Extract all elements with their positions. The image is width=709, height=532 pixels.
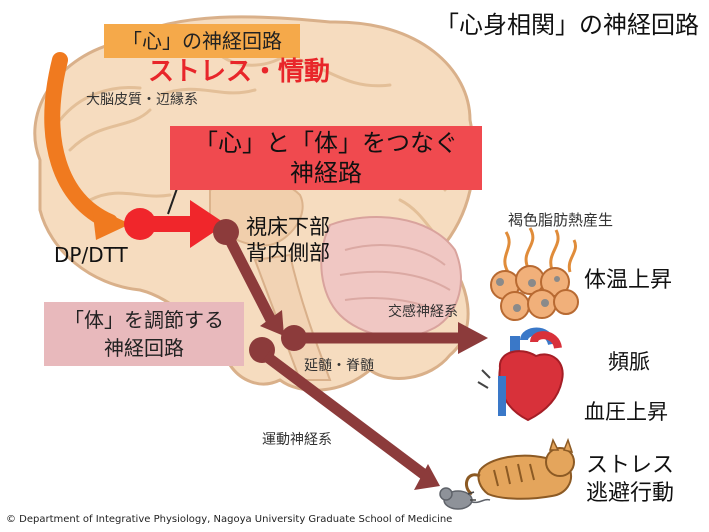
hypothalamus-node bbox=[213, 219, 239, 245]
body-circuit-box: 「体」を調節する 神経回路 bbox=[44, 302, 244, 366]
kokoro-circuit-box: 「心」の神経回路 bbox=[104, 24, 300, 58]
dp-dtt-node bbox=[124, 208, 156, 240]
cortex-limbic-label: 大脳皮質・辺縁系 bbox=[86, 92, 198, 108]
tachycardia-label: 頻脈 bbox=[608, 350, 650, 374]
diagram-title: 「心身相関」の神経回路 bbox=[435, 11, 699, 39]
blood-pressure-label: 血圧上昇 bbox=[584, 400, 668, 424]
pathway-motor bbox=[262, 351, 430, 481]
connect-line-1: 「心」と「体」をつなぐ bbox=[194, 129, 458, 157]
copyright-text: © Department of Integrative Physiology, … bbox=[6, 514, 453, 525]
body-temp-label: 体温上昇 bbox=[584, 268, 673, 293]
hypothalamus-line-2: 背内側部 bbox=[246, 241, 330, 265]
connect-line-2: 神経路 bbox=[290, 159, 362, 187]
hypothalamus-label: 視床下部 背内側部 bbox=[246, 214, 356, 266]
heart-icon bbox=[477, 327, 564, 422]
pathway-hypothalamus-medulla bbox=[225, 237, 277, 325]
motor-arrowhead bbox=[414, 464, 440, 490]
dp-dtt-label: DP/DTT bbox=[54, 243, 128, 267]
stress-emotion-label: ストレス・情動 bbox=[148, 57, 331, 87]
red-arrow-shaft bbox=[150, 216, 196, 232]
orange-arrowhead bbox=[92, 206, 130, 240]
mouse-icon bbox=[439, 487, 491, 510]
connect-pathway-box: 「心」と「体」をつなぐ 神経路 bbox=[170, 126, 482, 190]
pathway-arrowhead-down bbox=[260, 310, 284, 336]
body-circuit-line-1: 「体」を調節する bbox=[64, 308, 224, 332]
brain-illustration bbox=[33, 15, 476, 392]
sympathetic-label: 交感神経系 bbox=[388, 304, 458, 320]
stress-escape-label: ストレス 逃避行動 bbox=[586, 452, 706, 508]
cat-icon bbox=[464, 437, 575, 500]
stress-escape-line-1: ストレス bbox=[586, 453, 675, 478]
motor-label: 運動神経系 bbox=[262, 432, 332, 448]
brown-fat-label: 褐色脂肪熱産生 bbox=[508, 211, 614, 229]
sympathetic-arrowhead bbox=[458, 322, 488, 354]
red-arrowhead bbox=[190, 200, 226, 248]
medulla-spinal-label: 延髄・脊髄 bbox=[304, 358, 374, 374]
hypothalamus-line-1: 視床下部 bbox=[246, 215, 330, 239]
stress-escape-line-2: 逃避行動 bbox=[586, 481, 675, 506]
body-circuit-line-2: 神経回路 bbox=[104, 336, 184, 360]
medulla-node bbox=[281, 325, 307, 351]
brown-fat-cells-icon bbox=[490, 227, 579, 321]
